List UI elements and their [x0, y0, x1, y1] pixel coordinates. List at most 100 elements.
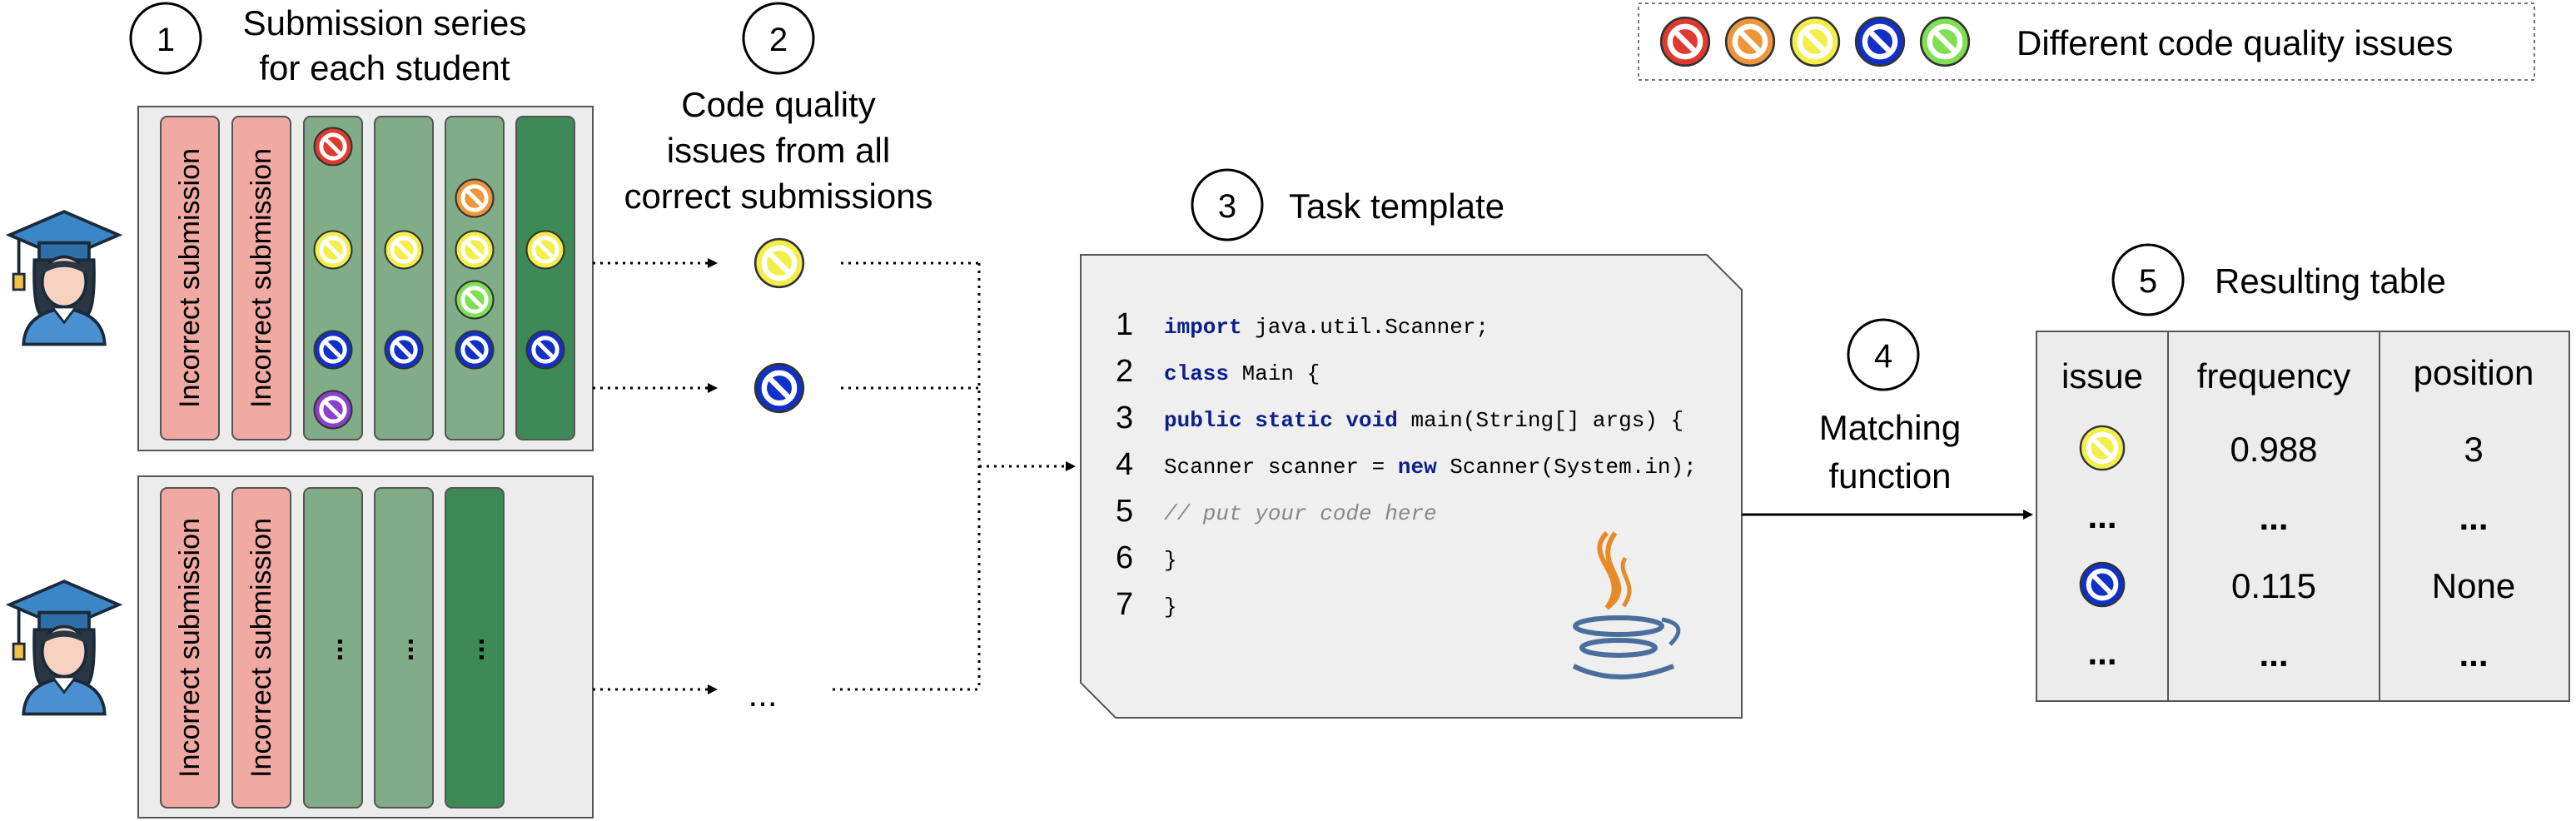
step-1-number: 1 [157, 22, 175, 58]
line-number: 1 [1116, 307, 1133, 342]
correct-submission-column [445, 116, 505, 440]
blue-issue-icon [385, 331, 423, 369]
incorrect-submission-label: Incorrect submission [246, 148, 277, 408]
code-line: } [1164, 595, 1177, 619]
step-1: 1 Submission series for each student [129, 2, 527, 87]
step-5: 5 Resulting table [2111, 243, 2446, 316]
frequency-cell: 0.115 [2231, 566, 2316, 605]
step-5-title: Resulting table [2215, 261, 2446, 301]
code-token: } [1164, 595, 1177, 619]
step-4-title-line2: function [1828, 456, 1951, 495]
incorrect-submission-label: Incorrect submission [174, 518, 206, 778]
step-2-title-line2: issues from all [667, 131, 890, 170]
student-icon [7, 210, 121, 346]
incorrect-submission-label: Incorrect submission [246, 518, 277, 778]
code-token: Scanner scanner = [1164, 455, 1398, 480]
position-cell: None [2432, 566, 2515, 605]
yellow-issue-icon [1791, 17, 1839, 66]
yellow-issue-icon [315, 231, 352, 269]
step-2-title-line3: correct submissions [624, 177, 932, 216]
legend-issue-icons [1661, 17, 1969, 66]
step-4: 4 Matching function [1819, 318, 1961, 495]
yellow-issue-icon [456, 231, 494, 269]
incorrect-submission-label: Incorrect submission [174, 148, 206, 408]
blue-issue-icon [2081, 563, 2124, 606]
table-background [2036, 331, 2570, 702]
table-header-frequency: frequency [2197, 356, 2350, 396]
yellow-issue-icon [385, 231, 423, 269]
yellow-issue-icon [755, 239, 803, 287]
incorrect-submission-column [231, 116, 291, 440]
red-issue-icon [1661, 17, 1709, 66]
position-cell: ... [2459, 498, 2488, 537]
code-token: java.util.Scanner; [1242, 315, 1489, 340]
correct-submission-column [515, 116, 575, 440]
incorrect-submission-column [231, 487, 291, 809]
row-ellipsis: ... [2087, 633, 2116, 672]
legend-label: Different code quality issues [2017, 23, 2454, 62]
yellow-issue-icon [2081, 426, 2124, 470]
code-token: Scanner(System.in); [1437, 455, 1697, 480]
line-number: 4 [1116, 447, 1133, 482]
blue-issue-icon [315, 331, 352, 369]
step-2: 2 Code quality issues from all correct s… [624, 2, 933, 216]
step-3-badge [1191, 168, 1264, 241]
orange-issue-icon [456, 180, 494, 217]
blue-issue-icon [456, 331, 494, 369]
purple-issue-icon [315, 391, 352, 429]
code-token: } [1164, 548, 1177, 573]
issue-ellipsis: ... [748, 674, 777, 714]
frequency-cell: ... [2259, 498, 2288, 537]
code-token: main(String[] args) { [1398, 408, 1683, 433]
task-template-card [1080, 254, 1743, 719]
code-token: new [1398, 455, 1437, 480]
step-4-title-line1: Matching [1819, 408, 1961, 447]
code-line: import java.util.Scanner; [1164, 315, 1489, 340]
code-line: } [1164, 548, 1177, 573]
code-token: import [1164, 315, 1242, 340]
frequency-cell: ... [2259, 634, 2288, 674]
code-token: Main { [1229, 361, 1320, 386]
step-2-badge [742, 2, 815, 75]
step-3-title: Task template [1289, 187, 1504, 226]
code-line: class Main { [1164, 361, 1320, 386]
submission-ellipsis: ... [317, 638, 349, 661]
step-3-number: 3 [1218, 188, 1236, 225]
orange-issue-icon [1726, 17, 1774, 66]
blue-issue-icon [527, 331, 564, 369]
step-1-badge [129, 2, 202, 75]
code-token: class [1164, 361, 1229, 386]
step-4-badge [1847, 318, 1920, 391]
code-token: // put your code here [1164, 501, 1437, 526]
red-issue-icon [315, 128, 352, 166]
table-header-position: position [2414, 353, 2534, 392]
code-token: public static void [1164, 408, 1398, 433]
blue-issue-icon [755, 364, 803, 412]
step-1-title-line1: Submission series [243, 3, 527, 42]
step-5-number: 5 [2139, 263, 2157, 300]
java-icon [1572, 530, 1681, 679]
line-number: 7 [1116, 587, 1133, 622]
step-3: 3 Task template [1191, 168, 1504, 241]
blue-issue-icon [1856, 17, 1904, 66]
submission-ellipsis: ... [388, 638, 420, 661]
submission-ellipsis: ... [459, 638, 490, 661]
correct-submission-column [445, 487, 505, 809]
incorrect-submission-column [160, 487, 220, 809]
correct-submission-column [303, 487, 363, 809]
code-line: Scanner scanner = new Scanner(System.in)… [1164, 455, 1697, 480]
frequency-cell: 0.988 [2230, 430, 2317, 469]
green-issue-icon [456, 281, 494, 319]
step-5-badge [2111, 243, 2185, 316]
incorrect-submission-column [160, 116, 220, 440]
legend: Different code quality issues [1638, 2, 2535, 81]
student-icon [7, 580, 121, 716]
code-line: public static void main(String[] args) { [1164, 408, 1683, 433]
green-issue-icon [1921, 17, 1969, 66]
position-cell: 3 [2464, 430, 2483, 469]
